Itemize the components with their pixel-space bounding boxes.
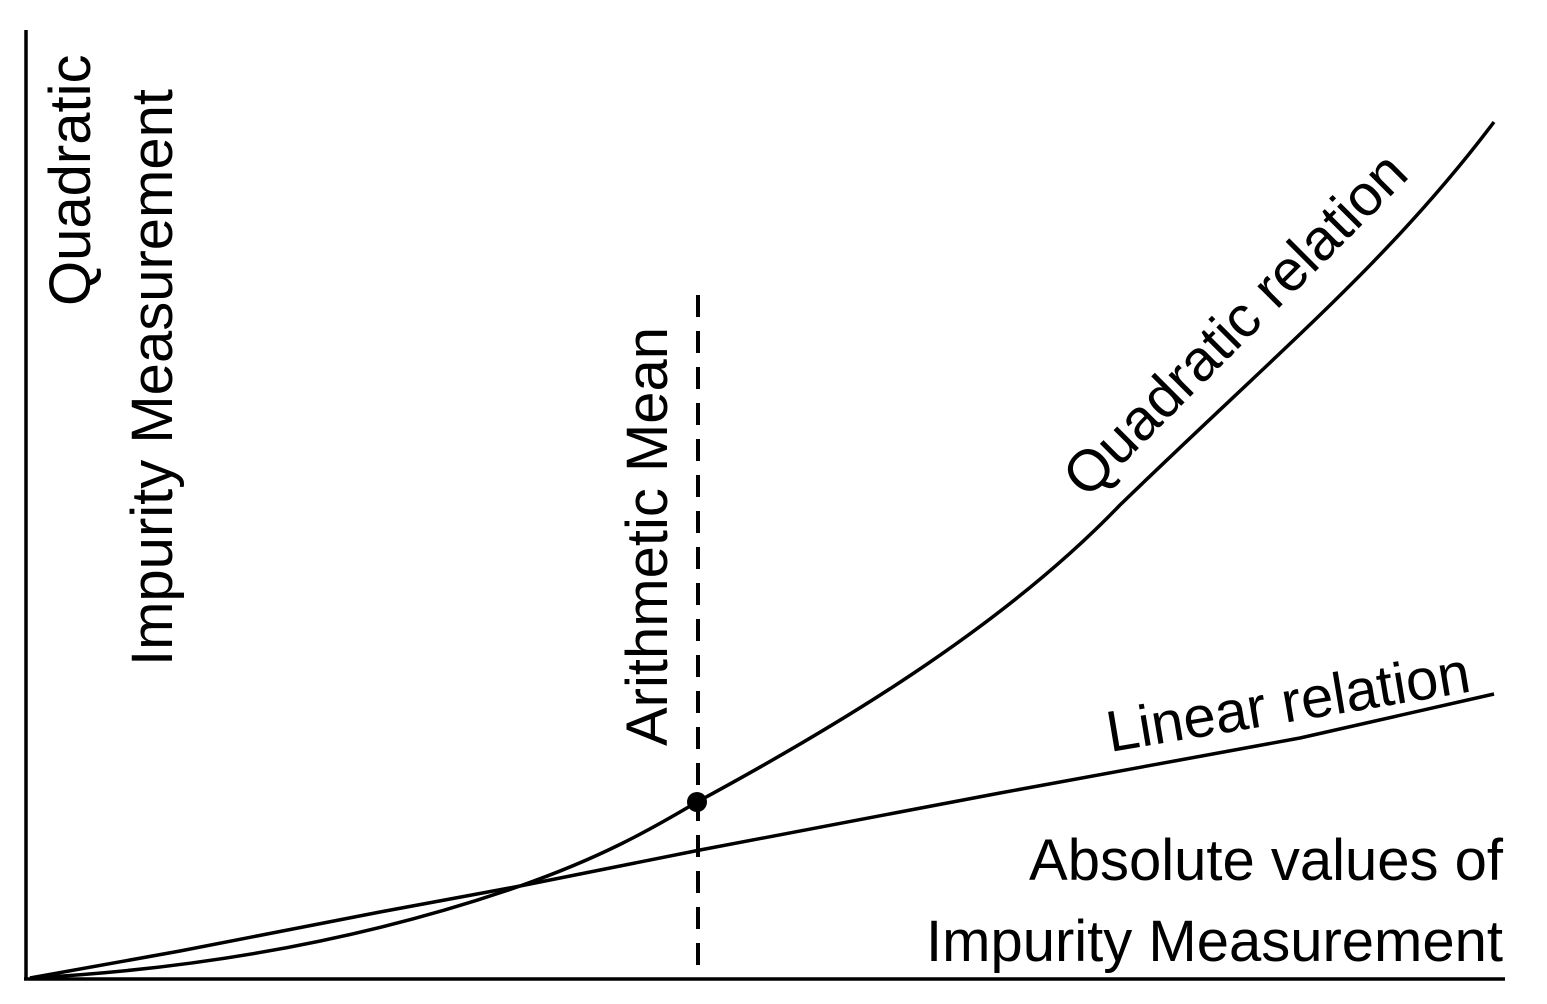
y-axis-label-line2: Impurity Measurement bbox=[120, 89, 185, 666]
arithmetic-mean-label: Arithmetic Mean bbox=[615, 327, 680, 746]
x-axis-label-line1: Absolute values of bbox=[1029, 828, 1504, 893]
mean-intersection-point bbox=[687, 792, 707, 812]
linear-relation-line bbox=[29, 692, 1495, 980]
linear-relation-label: Linear relation bbox=[1101, 640, 1474, 765]
quadratic-relation-curve bbox=[29, 120, 1496, 980]
quadratic-relation-label: Quadratic relation bbox=[1050, 140, 1420, 510]
x-axis-label-line2: Impurity Measurement bbox=[926, 909, 1503, 974]
y-axis-label-line1: Quadratic bbox=[38, 55, 103, 306]
